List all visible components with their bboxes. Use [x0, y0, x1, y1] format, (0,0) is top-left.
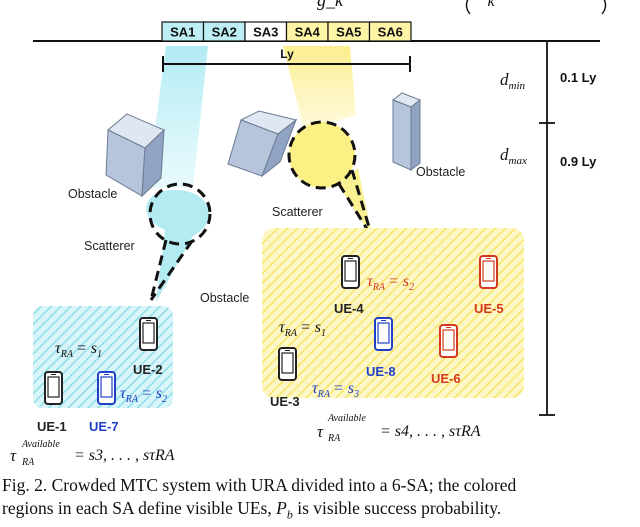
distance-scale: dmin 0.1 Ly dmax 0.9 Ly — [500, 40, 597, 416]
tau-available-left: τ Available RA = s3, . . . , sτRA — [10, 439, 175, 468]
phone-icon — [139, 317, 158, 351]
sub-array-sa1: SA1 — [161, 21, 205, 42]
ue-label: UE-1 — [37, 419, 67, 434]
phone-icon — [341, 255, 360, 289]
sub-array-sa5: SA5 — [327, 21, 371, 42]
svg-text:Available: Available — [21, 439, 60, 450]
tau-label-s2-right: τRA=s2 — [367, 273, 414, 293]
obstacle-box-middle — [227, 110, 298, 178]
header-formula-fragment: g_k ′ k — [317, 0, 607, 15]
caption-line-2: regions in each SA define visible UEs, P… — [2, 498, 502, 522]
ue-label: UE-4 — [334, 301, 364, 316]
svg-text:RA: RA — [21, 457, 35, 468]
svg-text:Available: Available — [327, 413, 366, 424]
svg-text:SA6: SA6 — [378, 25, 403, 40]
sub-array-sa4: SA4 — [285, 21, 329, 42]
obstacle-left-label: Obstacle — [68, 187, 117, 201]
svg-text:′ k: ′ k — [480, 0, 496, 10]
svg-text:SA1: SA1 — [170, 25, 195, 40]
svg-text:= s4, . . . , sτRA: = s4, . . . , sτRA — [380, 423, 481, 440]
sub-array-sa3: SA3 — [244, 21, 288, 42]
phone-icon — [44, 371, 63, 405]
caption-line-1: Fig. 2. Crowded MTC system with URA divi… — [2, 475, 517, 495]
ue-devices — [44, 255, 498, 405]
sub-array-sa6: SA6 — [368, 21, 412, 42]
svg-text:τ: τ — [317, 422, 324, 441]
d-min-symbol: dmin — [500, 70, 526, 92]
phone-icon — [479, 255, 498, 289]
svg-text:τRA=s3: τRA=s3 — [312, 380, 359, 400]
svg-text:τ: τ — [10, 446, 17, 465]
scatterer-left-label: Scatterer — [84, 239, 135, 253]
ue-labels: UE-1 UE-7 UE-2UE-3 UE-4UE-8 UE-6 UE-5 — [37, 301, 504, 434]
svg-text:τRA=s1: τRA=s1 — [279, 319, 326, 339]
phone-icon — [374, 317, 393, 351]
svg-text:SA4: SA4 — [295, 25, 321, 40]
phone-icon — [439, 324, 458, 358]
scatterer-right-label: Scatterer — [272, 205, 323, 219]
tau-label-s1-left: τRA=s1 — [55, 340, 102, 360]
tau-label-s2-left: τRA=s2 — [120, 385, 167, 405]
obstacle-middle-label: Obstacle — [200, 291, 249, 305]
ly-bracket: Ly — [162, 47, 411, 72]
svg-text:g_k: g_k — [317, 0, 344, 10]
ue-label: UE-3 — [270, 394, 300, 409]
svg-text:τRA=s1: τRA=s1 — [55, 340, 102, 360]
tau-label-s3-right: τRA=s3 — [312, 380, 359, 400]
ue-label: UE-7 — [89, 419, 119, 434]
tau-label-s1-right: τRA=s1 — [279, 319, 326, 339]
tau-available-right: τ Available RA = s4, . . . , sτRA — [317, 413, 481, 444]
ly-label: Ly — [280, 47, 294, 61]
d-min-value: 0.1 Ly — [560, 70, 597, 85]
ue-label: UE-2 — [133, 362, 163, 377]
obstacle-box-right — [391, 92, 422, 172]
yellow-beam — [283, 46, 356, 130]
sub-array-sa2: SA2 — [202, 21, 246, 42]
svg-text:= s3, . . . , sτRA: = s3, . . . , sτRA — [74, 447, 175, 464]
figure-caption: Fig. 2. Crowded MTC system with URA divi… — [2, 474, 638, 527]
svg-text:RA: RA — [327, 433, 341, 444]
svg-text:SA5: SA5 — [336, 25, 361, 40]
sub-array-strip: SA1 SA2 SA3 SA4 SA5 SA6 — [161, 21, 412, 42]
svg-text:τRA=s2: τRA=s2 — [367, 273, 414, 293]
scatterer-right — [287, 120, 374, 238]
phone-icon — [97, 371, 116, 405]
d-max-value: 0.9 Ly — [560, 154, 597, 169]
ue-label: UE-5 — [474, 301, 504, 316]
svg-text:τRA=s2: τRA=s2 — [120, 385, 167, 405]
obstacle-box-left — [105, 113, 165, 198]
svg-text:SA3: SA3 — [253, 25, 278, 40]
d-max-symbol: dmax — [500, 145, 527, 167]
ue-label: UE-6 — [431, 371, 461, 386]
ue-label: UE-8 — [366, 364, 396, 379]
phone-icon — [278, 347, 297, 381]
svg-text:SA2: SA2 — [212, 25, 237, 40]
obstacle-right-label: Obstacle — [416, 165, 465, 179]
scatterer-left — [146, 182, 212, 302]
yellow-visible-region — [262, 228, 524, 398]
cyan-visible-region — [33, 306, 173, 408]
